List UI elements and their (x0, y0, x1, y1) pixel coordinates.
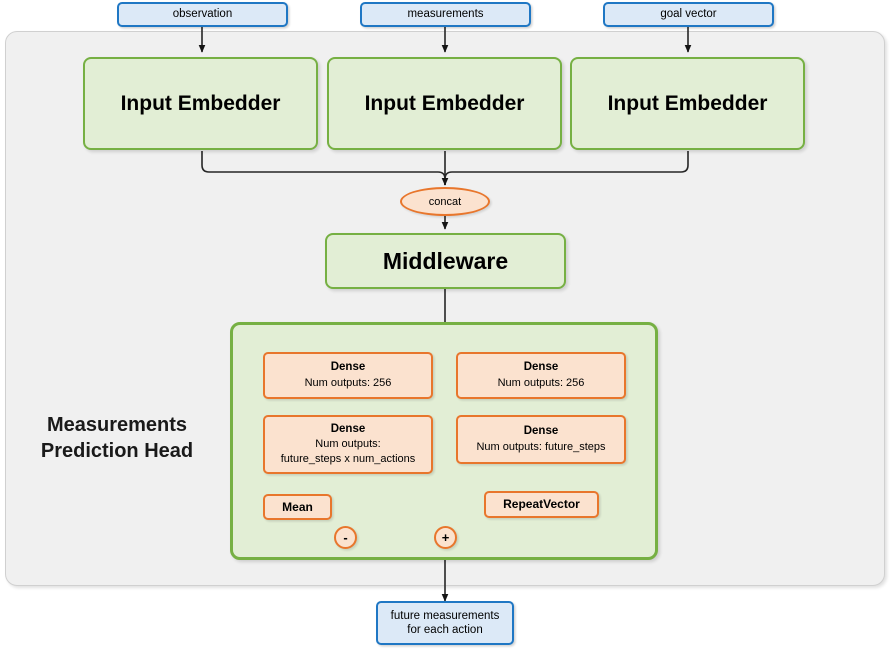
add-operator-label: + (441, 530, 450, 545)
head-label-line2: Prediction Head (40, 440, 194, 462)
left-dense-1-detail: Num outputs: 256 (304, 376, 392, 389)
concat-label: concat (428, 195, 462, 208)
mean-label: Mean (282, 499, 313, 514)
subtract-operator[interactable]: - (334, 526, 357, 549)
output-line1: future measurements (390, 609, 500, 622)
input-goal-vector-label: goal vector (660, 8, 717, 21)
measurements-prediction-head-label: Measurements Prediction Head (12, 408, 222, 468)
subtract-operator-label: - (343, 530, 348, 545)
add-operator[interactable]: + (434, 526, 457, 549)
left-dense-1[interactable]: Dense Num outputs: 256 (263, 352, 433, 399)
input-measurements-label: measurements (407, 8, 484, 21)
concat-node[interactable]: concat (400, 187, 490, 216)
right-dense-2-detail: Num outputs: future_steps (476, 440, 606, 453)
input-observation-label: observation (172, 8, 233, 21)
input-measurements[interactable]: measurements (360, 2, 531, 27)
input-embedder-goal-vector[interactable]: Input Embedder (570, 57, 805, 150)
output-line2: for each action (407, 624, 483, 636)
right-dense-2[interactable]: Dense Num outputs: future_steps (456, 415, 626, 464)
head-label-line1: Measurements (46, 414, 188, 436)
input-embedder-observation[interactable]: Input Embedder (83, 57, 318, 150)
right-dense-2-title: Dense (523, 425, 559, 438)
input-goal-vector[interactable]: goal vector (603, 2, 774, 27)
left-dense-1-title: Dense (330, 361, 366, 374)
repeat-vector-node[interactable]: RepeatVector (484, 491, 599, 518)
input-observation[interactable]: observation (117, 2, 288, 27)
repeat-vector-label: RepeatVector (503, 497, 580, 512)
mean-node[interactable]: Mean (263, 494, 332, 520)
left-dense-2[interactable]: Dense Num outputs: future_steps x num_ac… (263, 415, 433, 474)
input-embedder-measurements[interactable]: Input Embedder (327, 57, 562, 150)
right-dense-1-title: Dense (523, 361, 559, 374)
input-embedder-goal-vector-label: Input Embedder (607, 91, 768, 115)
output-future-measurements[interactable]: future measurements for each action (376, 601, 514, 645)
left-dense-2-title: Dense (330, 422, 366, 435)
middleware-label: Middleware (382, 247, 509, 274)
input-embedder-measurements-label: Input Embedder (364, 91, 525, 115)
input-embedder-observation-label: Input Embedder (120, 91, 281, 115)
left-dense-2-detail-line1: Num outputs: (315, 438, 381, 451)
right-dense-1-detail: Num outputs: 256 (497, 376, 585, 389)
middleware-block[interactable]: Middleware (325, 233, 566, 289)
right-dense-1[interactable]: Dense Num outputs: 256 (456, 352, 626, 399)
left-dense-2-detail-line2: future_steps x num_actions (280, 453, 416, 466)
